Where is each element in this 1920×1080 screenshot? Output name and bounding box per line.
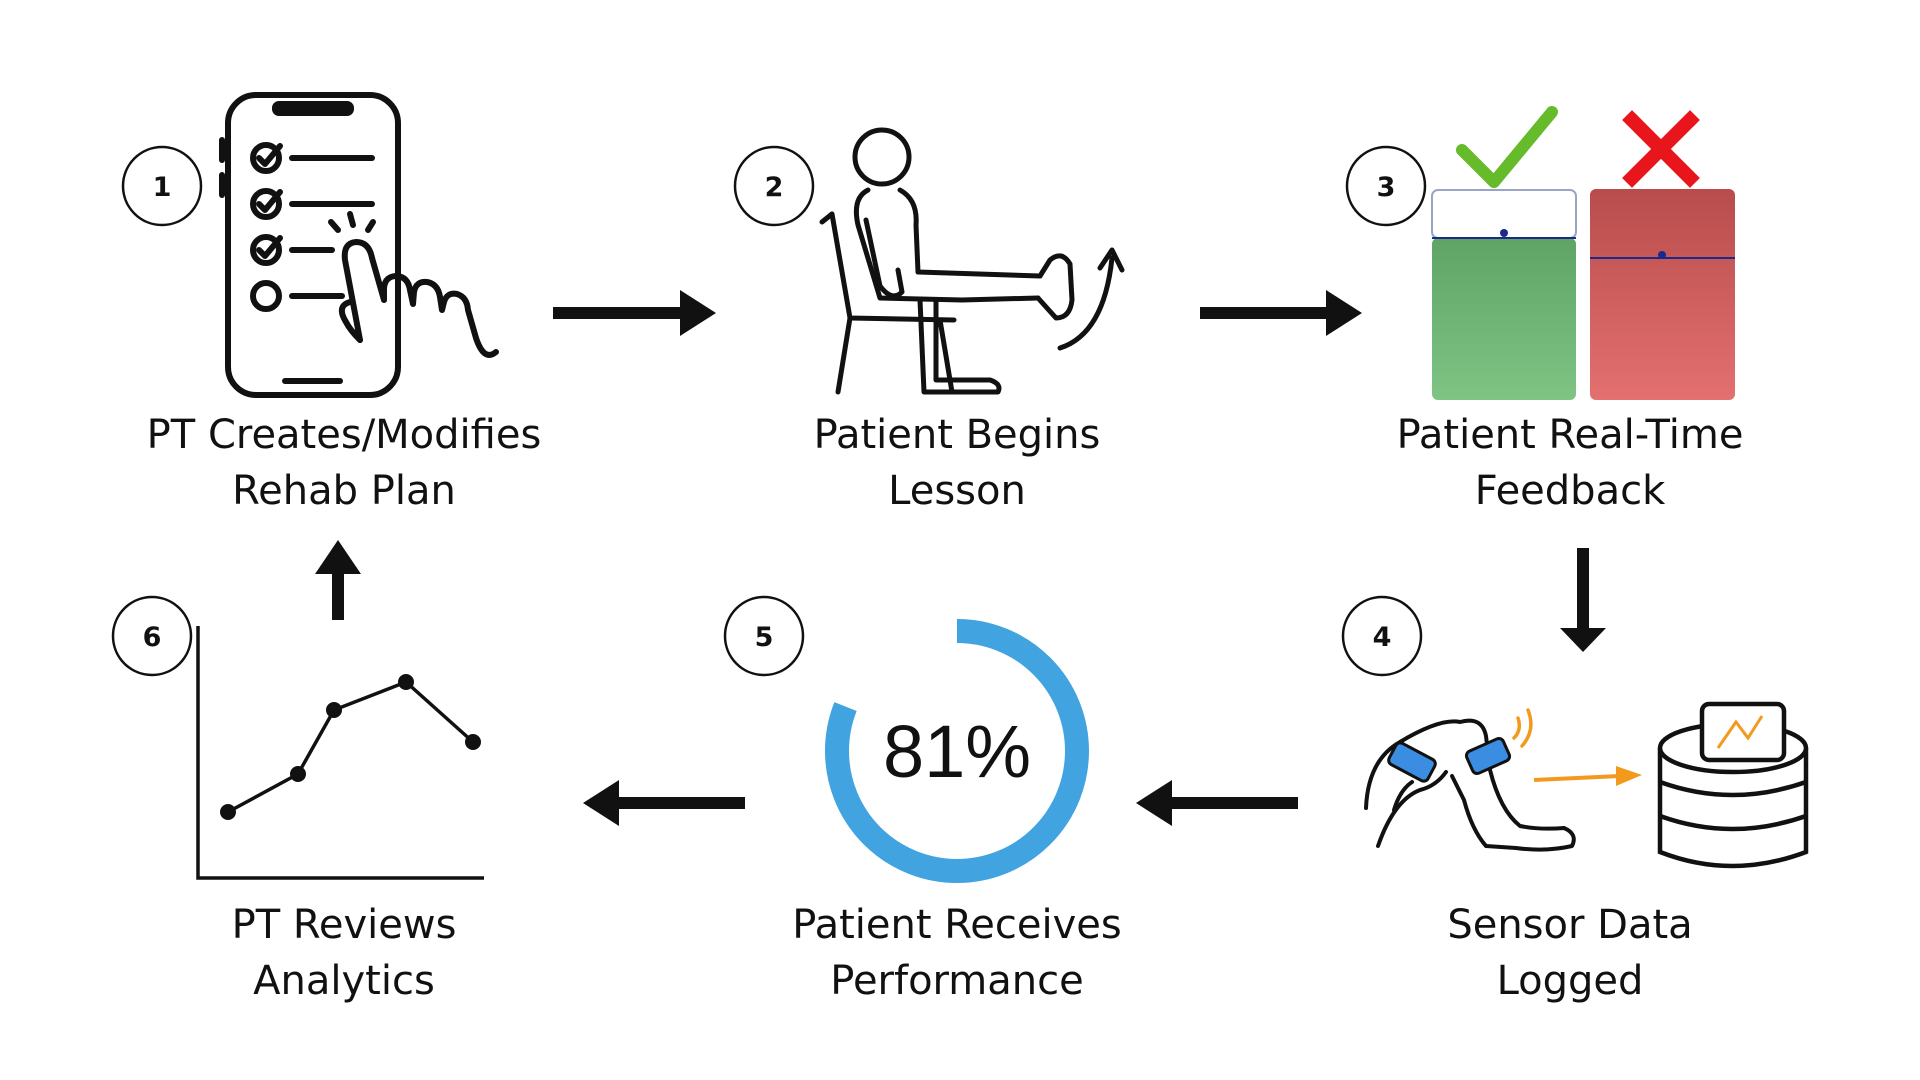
step-caption-line1: PT Creates/Modifies [147, 412, 542, 458]
good-bar [1432, 238, 1576, 400]
chart-line [227, 679, 475, 814]
ring-progress [825, 619, 1089, 883]
arrow-down-icon [1560, 548, 1606, 652]
step-number-circle [1345, 145, 1427, 227]
step-caption-line2: Analytics [253, 958, 435, 1004]
check-icon [1456, 106, 1558, 188]
line-chart-icon [196, 626, 484, 880]
step-caption-line1: Patient Begins [814, 412, 1101, 458]
step-caption-line2: Performance [830, 958, 1083, 1004]
step-caption-line1: Patient Receives [792, 902, 1121, 948]
feedback-bars-icon [1431, 106, 1735, 400]
step-3: 3 Patient Real-Time Feedback [1345, 106, 1744, 514]
data-transfer-arrow [1533, 766, 1642, 786]
step-number-circle [733, 145, 815, 227]
step-caption-line2: Logged [1497, 958, 1644, 1004]
step-number: 3 [1377, 172, 1396, 203]
arrow-left-icon [1136, 780, 1298, 826]
step-number-circle [121, 145, 203, 227]
step-5: 81% 5 Patient Receives Performance [723, 595, 1122, 1004]
arrow-right-icon [553, 290, 716, 336]
step-number-circle [723, 595, 805, 677]
step-number: 4 [1373, 622, 1392, 653]
cross-icon [1622, 110, 1700, 188]
knee-sensor-database-icon [1364, 701, 1809, 869]
step-caption-line2: Lesson [888, 468, 1026, 514]
database-icon [1657, 701, 1809, 869]
arrow-right-icon [1200, 290, 1362, 336]
step-number: 6 [143, 622, 162, 653]
performance-percent: 81% [883, 710, 1031, 793]
chart-axes [196, 626, 484, 880]
step-number: 2 [765, 172, 784, 203]
step-6: 6 PT Reviews Analytics [111, 595, 484, 1004]
bad-target-dot [1658, 251, 1666, 259]
step-caption-line2: Feedback [1475, 468, 1666, 514]
step-caption-line1: Sensor Data [1447, 902, 1692, 948]
step-caption-line1: PT Reviews [232, 902, 457, 948]
signal-waves-icon [1512, 708, 1533, 748]
step-number: 5 [755, 622, 774, 653]
step-number: 1 [153, 172, 172, 203]
bad-bar [1590, 189, 1735, 400]
performance-ring-icon: 81% [825, 619, 1089, 883]
phone-checklist-tap-icon [219, 92, 499, 398]
step-caption-line2: Rehab Plan [232, 468, 456, 514]
arrow-up-icon [315, 540, 361, 620]
step-2: 2 Patient Begins Lesson [733, 127, 1125, 514]
chart-points [220, 674, 481, 820]
flow-arrows [315, 290, 1606, 826]
sensor-icon [1387, 737, 1512, 783]
arrow-left-icon [583, 780, 745, 826]
step-number-circle [111, 595, 193, 677]
good-target-dot [1500, 229, 1508, 237]
step-4: 4 Sensor Data Logged [1341, 595, 1809, 1004]
leg-outline [1364, 718, 1576, 852]
step-caption-line1: Patient Real-Time [1397, 412, 1744, 458]
seated-leg-extension-icon [819, 127, 1125, 395]
step-1: 1 PT Creates/Modifies Rehab Plan [121, 92, 542, 514]
step-number-circle [1341, 595, 1423, 677]
